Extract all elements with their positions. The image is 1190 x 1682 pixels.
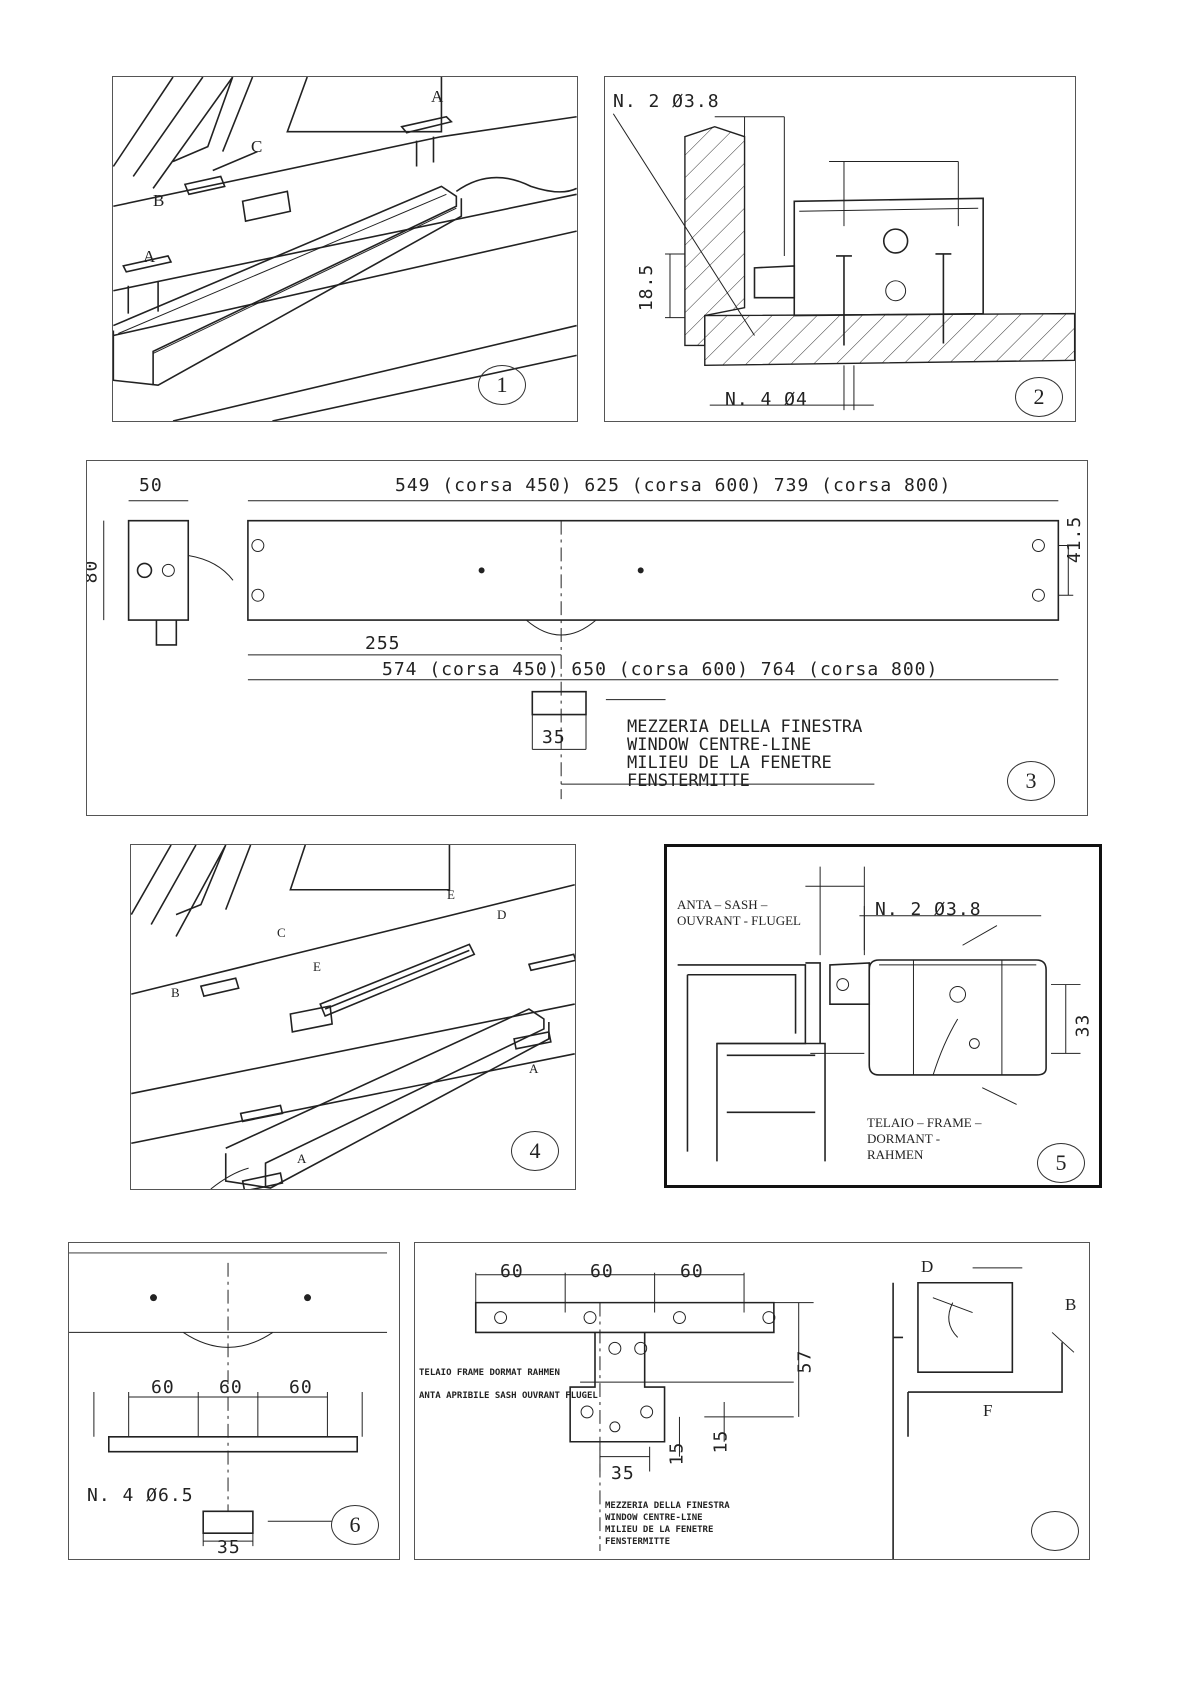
label-dim-41-5: 41.5: [1064, 515, 1086, 564]
bracket-layout-drawing: [474, 1267, 1075, 1559]
panel-number-6: 6: [331, 1505, 379, 1545]
label-b: B: [153, 191, 165, 210]
label-dim-top: 549 (corsa 450) 625 (corsa 600) 739 (cor…: [395, 475, 952, 496]
label-frame: TELAIO FRAME DORMAT RAHMEN: [419, 1368, 560, 1378]
label-centre-en: WINDOW CENTRE-LINE: [605, 1513, 703, 1523]
label-dim-18-5: 18.5: [636, 263, 658, 312]
panel-number-7: [1031, 1511, 1079, 1551]
label-d60-b: 60: [590, 1261, 614, 1282]
panel-number-3: 3: [1007, 761, 1055, 801]
label-centre-it: MEZZERIA DELLA FINESTRA: [605, 1501, 730, 1511]
label-dim-50: 50: [139, 475, 163, 496]
label-f: F: [983, 1401, 993, 1420]
label-sash: ANTA APRIBILE SASH OUVRANT FLUGEL: [419, 1391, 598, 1401]
label-d15-a: 15: [666, 1441, 688, 1466]
label-sash-1: ANTA – SASH –: [677, 897, 768, 912]
actuator-with-bracket-drawing: [131, 845, 575, 1189]
label-d60-c: 60: [289, 1377, 313, 1398]
label-screws-bottom: N. 4 Ø4: [725, 389, 808, 410]
label-d: D: [921, 1257, 934, 1276]
label-dim-bottom: 574 (corsa 450) 650 (corsa 600) 764 (cor…: [382, 659, 939, 680]
label-e-mid: E: [313, 959, 321, 974]
label-frame-3: RAHMEN: [867, 1147, 924, 1162]
panel-7-bracket-layout: 60 60 60 57 TELAIO FRAME DORMAT RAHMEN A…: [414, 1242, 1090, 1560]
label-dim-255: 255: [365, 633, 401, 654]
panel-number-1: 1: [478, 365, 526, 405]
panel-5-sash-frame-section: ANTA – SASH – OUVRANT - FLUGEL N. 2 Ø3.8…: [664, 844, 1102, 1188]
label-centre-en: WINDOW CENTRE-LINE: [627, 735, 812, 755]
label-d60-b: 60: [219, 1377, 243, 1398]
panel-1-installation-view: A C B A 1: [112, 76, 578, 422]
sash-frame-section-drawing: [677, 866, 1081, 1162]
panel-3-dimensions: 50 80 549 (corsa 450) 625 (corsa 600) 73…: [86, 460, 1088, 816]
label-screws-top: N. 2 Ø3.8: [613, 91, 720, 112]
bracket-screws-drawing: [69, 1252, 388, 1547]
actuator-isometric-drawing: [113, 77, 577, 421]
label-centre-fr: MILIEU DE LA FENETRE: [605, 1525, 714, 1535]
actuator-dimension-drawing: [103, 500, 1074, 800]
label-screws: N. 2 Ø3.8: [875, 899, 982, 920]
label-frame-1: TELAIO – FRAME –: [867, 1115, 982, 1130]
panel-number-4: 4: [511, 1131, 559, 1171]
panel-4-installation-view: E D C E B A A 4: [130, 844, 576, 1190]
label-d35: 35: [611, 1463, 635, 1484]
label-a-top: A: [431, 87, 444, 106]
label-d: D: [497, 907, 507, 922]
label-centre-it: MEZZERIA DELLA FINESTRA: [627, 717, 863, 737]
label-d57: 57: [794, 1349, 816, 1374]
label-d60-a: 60: [151, 1377, 175, 1398]
label-d35: 35: [217, 1537, 241, 1558]
label-d15-b: 15: [710, 1429, 732, 1454]
label-screws: N. 4 Ø6.5: [87, 1485, 194, 1506]
label-a-bottom: A: [297, 1151, 307, 1166]
label-sash-2: OUVRANT - FLUGEL: [677, 913, 801, 928]
label-c: C: [277, 925, 286, 940]
label-dim-33: 33: [1072, 1013, 1094, 1038]
panel-number-2: 2: [1015, 377, 1063, 417]
label-d60-a: 60: [500, 1261, 524, 1282]
mounting-section-drawing: [612, 113, 1075, 411]
label-dim-80: 80: [86, 559, 102, 584]
panel-6-bracket-screws: 60 60 60 N. 4 Ø6.5 35 6: [68, 1242, 400, 1560]
panel-2-section-view: N. 2 Ø3.8 18.5 N. 4 Ø4 2: [604, 76, 1076, 422]
panel-number-5: 5: [1037, 1143, 1085, 1183]
label-centre-de: FENSTERMITTE: [627, 771, 750, 791]
label-b: B: [1065, 1295, 1077, 1314]
label-centre-de: FENSTERMITTE: [605, 1537, 671, 1547]
label-b: B: [171, 985, 180, 1000]
label-centre-fr: MILIEU DE LA FENETRE: [627, 753, 832, 773]
label-e-top: E: [447, 887, 455, 902]
label-a-right: A: [529, 1061, 539, 1076]
label-dim-35: 35: [542, 727, 566, 748]
label-d60-c: 60: [680, 1261, 704, 1282]
label-frame-2: DORMANT -: [867, 1131, 941, 1146]
label-a-left: A: [143, 247, 156, 266]
label-c: C: [251, 137, 263, 156]
